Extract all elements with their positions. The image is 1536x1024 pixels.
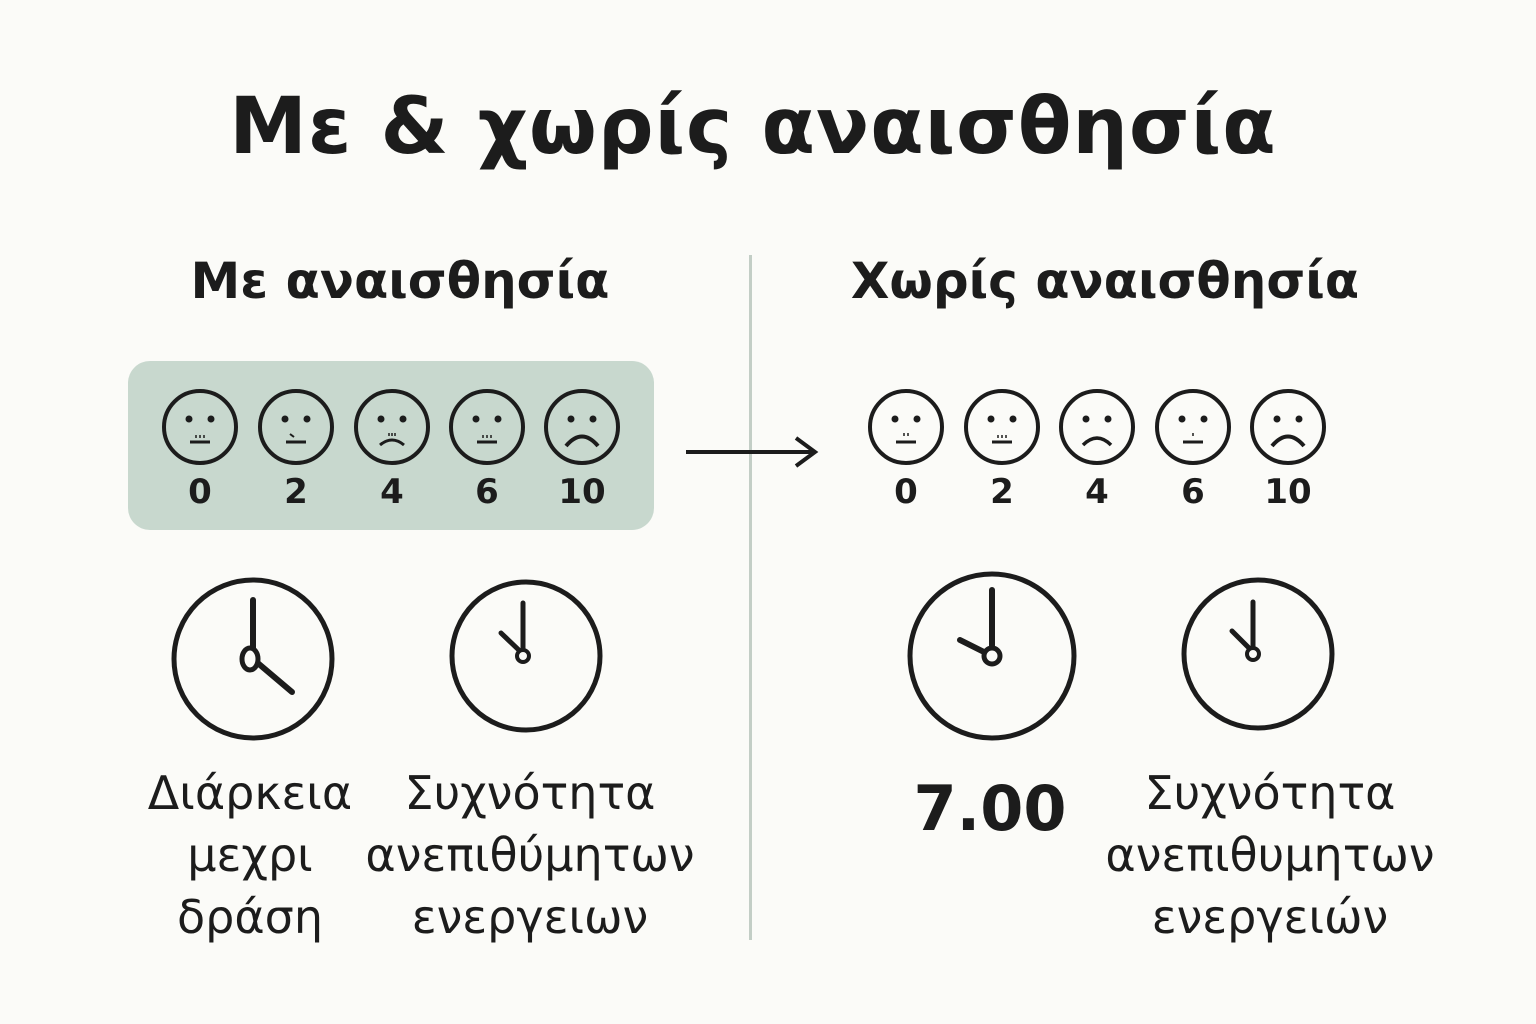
caption-line: δράση [177,890,323,944]
face-neutral-icon [449,389,525,465]
face-sad-icon [1059,389,1135,465]
caption-line: Συχνότητα [1144,766,1396,820]
main-title: Με & χωρίς αναισθησία [229,82,1277,172]
arrow-right-icon [686,436,819,468]
clock-icon [171,577,335,741]
face-sad-icon [354,389,430,465]
scale-label: 0 [894,472,918,512]
caption-line: Συχνότητα [404,766,656,820]
caption-frequency-right: Συχνότητα ανεπιθυμητων ενεργειών [1080,762,1460,948]
caption-line: ενεργειων [411,890,649,944]
caption-line: ενεργειών [1151,890,1389,944]
face-neutral-icon [868,389,944,465]
section-divider [749,255,752,940]
scale-label: 6 [1181,472,1205,512]
caption-frequency-left: Συχνότητα ανεπιθύμητων ενεργειων [350,762,710,948]
clock-icon [1181,577,1335,731]
face-neutral-icon [1155,389,1231,465]
face-neutral-icon [964,389,1040,465]
clock-icon [907,571,1077,741]
caption-line: ανεπιθυμητων [1105,828,1435,882]
value-readout: 7.00 [913,772,1067,845]
scale-label: 4 [380,472,404,512]
scale-label: 2 [990,472,1014,512]
scale-label: 10 [558,472,606,512]
caption-line: μεχρι [187,828,313,882]
face-frown-icon [544,389,620,465]
caption-line: ανεπιθύμητων [365,828,695,882]
caption-line: Διάρκεια [147,766,353,820]
scale-label: 2 [284,472,308,512]
scale-label: 0 [188,472,212,512]
face-neutral-icon [258,389,334,465]
scale-label: 6 [475,472,499,512]
face-frown-icon [1250,389,1326,465]
scale-label: 4 [1085,472,1109,512]
clock-icon [449,579,603,733]
scale-label: 10 [1264,472,1312,512]
face-neutral-icon [162,389,238,465]
left-heading: Με αναισθησία [190,252,610,310]
caption-duration: Διάρκεια μεχρι δράση [130,762,370,948]
right-heading: Χωρίς αναισθησία [850,252,1360,310]
